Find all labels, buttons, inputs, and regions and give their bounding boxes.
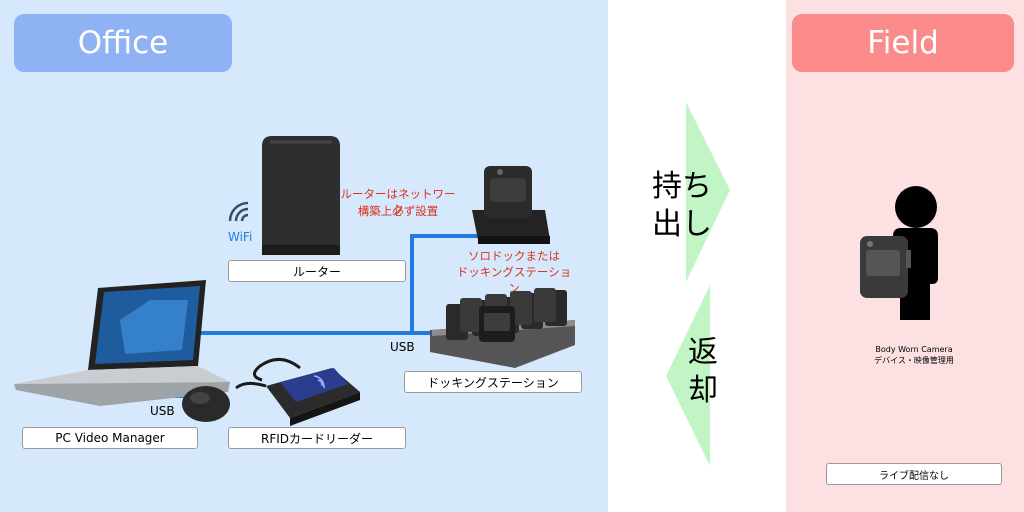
docking-station-device bbox=[430, 288, 575, 368]
docking-station-label: ドッキングステーション bbox=[404, 371, 582, 393]
pc-to-dock-cable bbox=[195, 234, 485, 335]
router-note-line2: 構築上必ず設置 bbox=[357, 204, 439, 218]
return-text-line2: 却 bbox=[688, 373, 718, 408]
dock-note-line2: ドッキングステーション bbox=[456, 265, 572, 295]
checkout-text-line2: 出し bbox=[652, 207, 712, 242]
pc-video-manager-label: PC Video Manager bbox=[22, 427, 198, 449]
rfid-reader-label: RFIDカードリーダー bbox=[228, 427, 406, 449]
usb-dock-label: USB bbox=[390, 340, 415, 354]
solo-dock-device bbox=[472, 166, 550, 244]
field-header: Field bbox=[792, 14, 1014, 72]
office-panel bbox=[0, 0, 608, 512]
body-camera-device bbox=[860, 236, 911, 298]
laptop-device bbox=[14, 280, 230, 406]
no-live-stream-label: ライブ配信なし bbox=[826, 463, 1002, 485]
router-label: ルーター bbox=[228, 260, 406, 282]
return-arrow bbox=[666, 285, 710, 466]
wifi-icon bbox=[228, 201, 249, 222]
usb-pc-label: USB bbox=[150, 404, 175, 418]
body-camera-caption-line2: デバイス・映像管理用 bbox=[874, 356, 954, 365]
office-header: Office bbox=[14, 14, 232, 72]
rfid-reader-device bbox=[235, 358, 360, 426]
checkout-text-line1: 持ち bbox=[652, 169, 712, 204]
wifi-label: WiFi bbox=[228, 230, 253, 244]
dock-note-line1: ソロドックまたは bbox=[468, 249, 560, 263]
checkout-arrow bbox=[686, 102, 730, 282]
mouse-device bbox=[182, 386, 230, 422]
body-camera-caption-line1: Body Worn Camera bbox=[875, 345, 953, 354]
router-device bbox=[262, 136, 340, 255]
router-note-line1: ルーターはネットワーク bbox=[340, 187, 456, 217]
return-text-line1: 返 bbox=[688, 335, 718, 370]
